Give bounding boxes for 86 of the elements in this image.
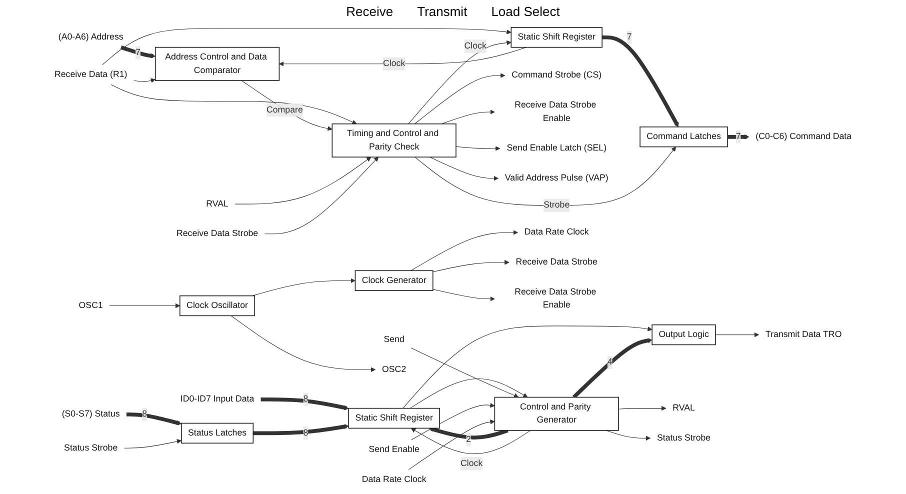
node-text: Send Enable — [368, 444, 420, 454]
arrow — [432, 289, 495, 302]
node-text: Receive Data (R1) — [54, 70, 128, 80]
node-text: OSC2 — [382, 364, 406, 374]
edge-label: Compare — [266, 105, 303, 114]
node-text: Send Enable Latch (SEL) — [506, 144, 607, 153]
arrow — [264, 156, 379, 234]
node-text: Status Strobe — [64, 443, 118, 453]
note-label: Receive — [346, 4, 394, 19]
arrow — [408, 420, 495, 470]
arrow — [606, 430, 651, 441]
node-box: Command Latches — [640, 126, 728, 148]
arrow — [260, 398, 349, 410]
node-text: (A0-A6) Address — [58, 32, 124, 42]
arrow — [410, 230, 518, 271]
node-box: Clock Oscillator — [180, 295, 256, 316]
edge-label: 7 — [626, 32, 632, 42]
node-text: (S0-S7) Status — [62, 409, 120, 419]
arrow — [414, 73, 506, 124]
node-text: RVAL — [672, 403, 695, 413]
arrow — [134, 78, 156, 83]
arrow — [429, 156, 498, 181]
edge-label: 8 — [142, 409, 148, 419]
node-box: Static Shift Register — [348, 408, 440, 429]
node-box: Address Control and Data Comparator — [154, 46, 280, 81]
arrow — [410, 378, 528, 409]
arrow — [414, 146, 676, 206]
arrow — [410, 348, 519, 398]
node-box: Clock Generator — [354, 270, 434, 291]
node-text: RVAL — [206, 199, 228, 208]
arrow — [402, 326, 652, 409]
arrow — [110, 84, 357, 124]
node-text: Valid Address Pulse (VAP) — [504, 173, 608, 183]
arrow — [278, 47, 526, 66]
node-text: (C0-C6) Command Data — [756, 132, 852, 142]
arrow — [120, 45, 156, 58]
arrow — [572, 338, 652, 399]
node-box: Output Logic — [652, 324, 716, 346]
node-text: Receive Data Strobe Enable — [514, 287, 596, 310]
edge-label: 7 — [736, 132, 741, 142]
node-text: Command Strobe (CS) — [512, 70, 602, 80]
arrow — [432, 260, 510, 272]
edge-label: Strobe — [544, 200, 570, 210]
arrow — [428, 426, 508, 440]
arrow — [456, 146, 500, 151]
note-label: Load Select — [491, 4, 560, 19]
arrow — [602, 35, 679, 128]
edge-label: Clock — [383, 58, 406, 68]
arrow — [102, 28, 512, 66]
edge-label: 8 — [303, 428, 308, 438]
edge-label: 7 — [136, 48, 140, 58]
node-box: Timing and Control and Parity Check — [332, 123, 456, 158]
node-text: ID0-ID7 Input Data — [180, 394, 254, 404]
edge-label: 4 — [607, 357, 612, 367]
arrow — [230, 315, 376, 372]
arrow — [253, 424, 349, 436]
node-box: Status Latches — [180, 422, 254, 444]
node-text: Receive Data Strobe — [176, 228, 258, 238]
arrow — [410, 428, 531, 454]
note-label: Transmit — [417, 4, 468, 19]
arrow — [408, 40, 512, 124]
arrow — [109, 303, 180, 308]
arrow — [727, 134, 750, 140]
arrow — [126, 412, 182, 426]
arrow — [411, 402, 495, 440]
arrow — [124, 439, 182, 448]
node-text: OSC1 — [78, 300, 103, 310]
arrow — [241, 80, 332, 131]
node-text: Data Rate Clock — [362, 474, 426, 484]
edge-label: Clock — [464, 41, 486, 51]
node-text: Receive Data Strobe Enable — [514, 100, 596, 124]
node-text: Status Strobe — [656, 433, 711, 443]
edge-label: Clock — [460, 458, 483, 468]
node-text: Receive Data Strobe — [516, 257, 598, 267]
arrow — [715, 332, 760, 338]
node-box: Control and Parity Generator — [494, 396, 619, 431]
arrow — [441, 110, 495, 124]
node-text: Data Rate Clock — [524, 228, 589, 237]
node-text: Send — [384, 334, 404, 344]
arrow — [234, 156, 372, 204]
node-box: Static Shift Register — [510, 27, 602, 48]
edge-label: 2 — [466, 434, 472, 444]
node-text: Transmit Data TRO — [766, 330, 842, 340]
arrow — [618, 406, 666, 411]
edge-label: 8 — [303, 394, 308, 404]
arrow — [252, 278, 356, 296]
